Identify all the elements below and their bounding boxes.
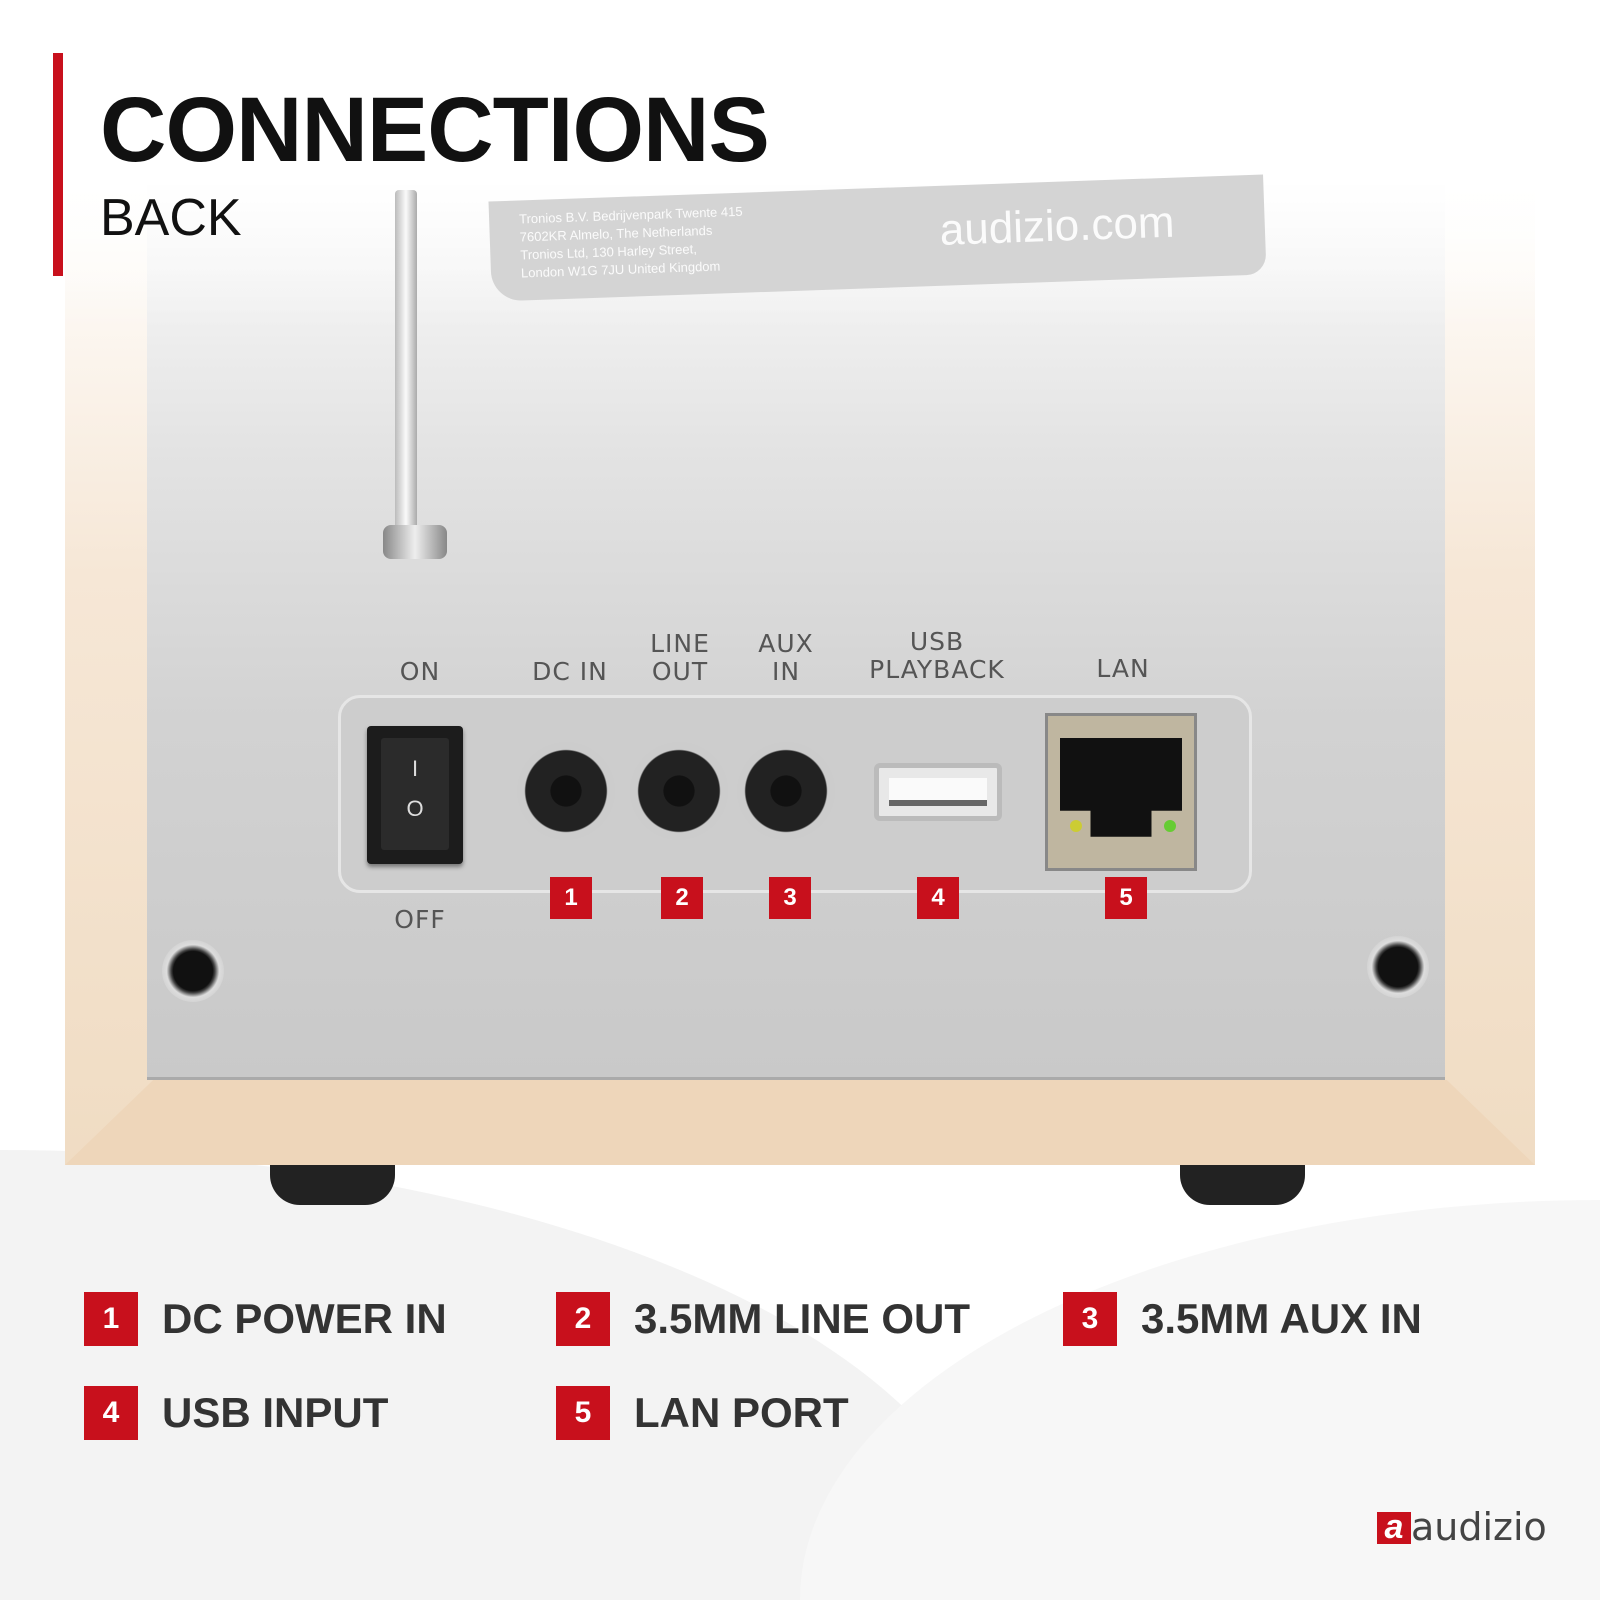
port-badge-5: 5: [1105, 877, 1147, 919]
accent-bar: [53, 53, 63, 276]
aux-in-jack: [737, 742, 835, 840]
wood-cabinet-bottom: [65, 1080, 1535, 1165]
port-badge-1: 1: [550, 877, 592, 919]
screw: [162, 940, 224, 1002]
antenna: [395, 190, 417, 530]
label-off: OFF: [394, 905, 446, 934]
page-subtitle: BACK: [100, 189, 242, 247]
label-website: audizio.com: [938, 197, 1176, 255]
line-out-jack: [630, 742, 728, 840]
screw: [1367, 936, 1429, 998]
label-dc-in: DC IN: [532, 657, 608, 686]
foot: [270, 1165, 395, 1205]
dc-in-jack: [517, 742, 615, 840]
antenna-base: [383, 525, 447, 559]
port-badge-2: 2: [661, 877, 703, 919]
page-title: CONNECTIONS: [100, 79, 770, 181]
foot: [1180, 1165, 1305, 1205]
label-on: ON: [399, 657, 441, 686]
usb-port: [874, 763, 1002, 821]
port-badge-3: 3: [769, 877, 811, 919]
label-lan: LAN: [1096, 654, 1150, 683]
lan-port: [1045, 713, 1197, 871]
back-plate: [147, 185, 1445, 1080]
port-badge-4: 4: [917, 877, 959, 919]
